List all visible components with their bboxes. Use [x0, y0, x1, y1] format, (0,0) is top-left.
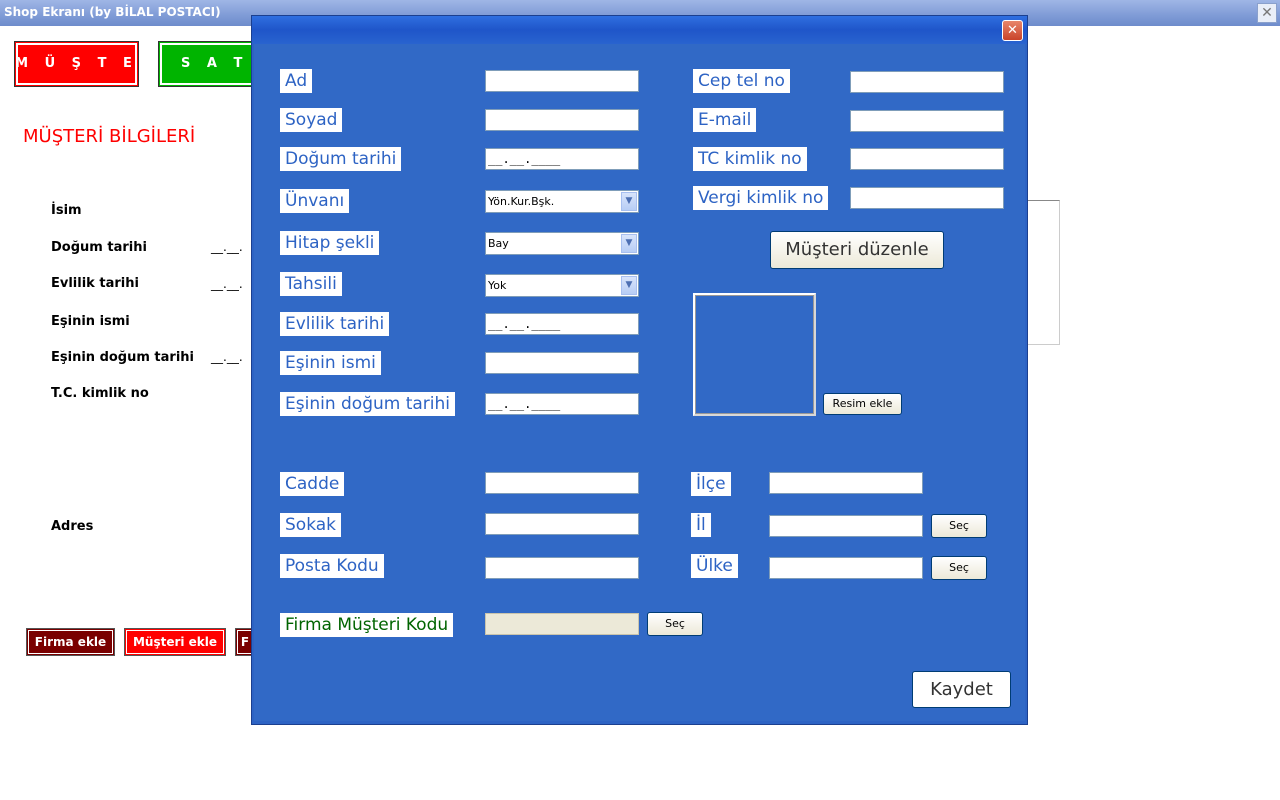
- firma-musteri-kodu-sec-button[interactable]: Seç: [647, 612, 703, 636]
- tc-kimlik-no-input[interactable]: [850, 148, 1004, 170]
- info-label-dogum-tarihi: Doğum tarihi: [51, 240, 147, 255]
- label-dogum-tarihi: Doğum tarihi: [280, 147, 402, 171]
- ilce-input[interactable]: [769, 472, 923, 494]
- evlilik-tarihi-input[interactable]: __.__.____: [485, 313, 639, 335]
- chevron-down-icon[interactable]: ▼: [621, 192, 637, 211]
- vergi-kimlik-no-input[interactable]: [850, 187, 1004, 209]
- label-tc-kimlik-no: TC kimlik no: [693, 147, 807, 171]
- info-label-esinin-ismi: Eşinin ismi: [51, 314, 130, 329]
- window-close-button[interactable]: ✕: [1257, 3, 1277, 23]
- info-label-isim: İsim: [51, 203, 82, 218]
- posta-kodu-input[interactable]: [485, 557, 639, 579]
- label-tahsili: Tahsili: [280, 272, 342, 296]
- musteri-duzenle-button[interactable]: Müşteri düzenle: [770, 231, 944, 269]
- firma-ekle-button[interactable]: Firma ekle: [26, 628, 115, 656]
- dialog-titlebar: [252, 16, 1027, 44]
- satis-tab-button[interactable]: S A T I Ş: [158, 41, 268, 115]
- chevron-down-icon[interactable]: ▼: [621, 276, 637, 295]
- chevron-down-icon[interactable]: ▼: [621, 234, 637, 253]
- tahsili-select-value: Yok: [488, 279, 507, 292]
- label-vergi-kimlik-no: Vergi kimlik no: [693, 186, 829, 210]
- info-value-esinin-dogum-tarihi: __.__.: [211, 350, 243, 364]
- esinin-ismi-input[interactable]: [485, 352, 639, 374]
- hitap-sekli-select[interactable]: Bay ▼: [485, 232, 639, 255]
- ad-input[interactable]: [485, 70, 639, 92]
- label-firma-musteri-kodu: Firma Müşteri Kodu: [280, 613, 454, 637]
- label-email: E-mail: [693, 108, 757, 132]
- background-panel: [1020, 200, 1060, 345]
- label-esinin-ismi: Eşinin ismi: [280, 351, 381, 375]
- label-sokak: Sokak: [280, 513, 341, 537]
- esinin-dogum-tarihi-input[interactable]: __.__.____: [485, 393, 639, 415]
- kaydet-button[interactable]: Kaydet: [912, 671, 1011, 708]
- window-title: Shop Ekranı (by BİLAL POSTACI): [4, 5, 221, 19]
- label-cep-tel-no: Cep tel no: [693, 69, 790, 93]
- musteri-ekle-button[interactable]: Müşteri ekle: [124, 628, 226, 656]
- label-posta-kodu: Posta Kodu: [280, 554, 384, 578]
- label-ulke: Ülke: [691, 554, 738, 578]
- label-ilce: İlçe: [691, 472, 731, 496]
- section-title: MÜŞTERİ BİLGİLERİ: [23, 126, 196, 147]
- info-value-dogum-tarihi: __.__.: [211, 240, 243, 254]
- soyad-input[interactable]: [485, 109, 639, 131]
- info-label-esinin-dogum-tarihi: Eşinin doğum tarihi: [51, 350, 194, 365]
- info-label-adres: Adres: [51, 519, 94, 534]
- label-il: İl: [691, 513, 711, 537]
- cadde-input[interactable]: [485, 472, 639, 494]
- label-soyad: Soyad: [280, 108, 343, 132]
- cep-tel-no-input[interactable]: [850, 71, 1004, 93]
- il-input[interactable]: [769, 515, 923, 537]
- unvani-select[interactable]: Yön.Kur.Bşk. ▼: [485, 190, 639, 213]
- label-esinin-dogum-tarihi: Eşinin doğum tarihi: [280, 392, 456, 416]
- hitap-sekli-select-value: Bay: [488, 237, 509, 250]
- sokak-input[interactable]: [485, 513, 639, 535]
- photo-frame: [693, 293, 816, 416]
- email-input[interactable]: [850, 110, 1004, 132]
- info-label-evlilik-tarihi: Evlilik tarihi: [51, 276, 139, 291]
- label-unvani: Ünvanı: [280, 189, 350, 213]
- tahsili-select[interactable]: Yok ▼: [485, 274, 639, 297]
- ulke-sec-button[interactable]: Seç: [931, 556, 987, 580]
- dialog-close-button[interactable]: ✕: [1002, 20, 1023, 41]
- info-value-evlilik-tarihi: __.__.: [211, 277, 243, 291]
- label-evlilik-tarihi: Evlilik tarihi: [280, 312, 390, 336]
- label-cadde: Cadde: [280, 472, 345, 496]
- label-ad: Ad: [280, 69, 313, 93]
- musteri-tab-button[interactable]: M Ü Ş T E R İ: [14, 41, 139, 115]
- info-label-tc-kimlik-no: T.C. kimlik no: [51, 386, 149, 401]
- resim-ekle-button[interactable]: Resim ekle: [823, 393, 902, 415]
- firma-musteri-kodu-input: [485, 613, 639, 635]
- dogum-tarihi-input[interactable]: __.__.____: [485, 148, 639, 170]
- il-sec-button[interactable]: Seç: [931, 514, 987, 538]
- unvani-select-value: Yön.Kur.Bşk.: [488, 195, 555, 208]
- label-hitap-sekli: Hitap şekli: [280, 231, 380, 255]
- ulke-input[interactable]: [769, 557, 923, 579]
